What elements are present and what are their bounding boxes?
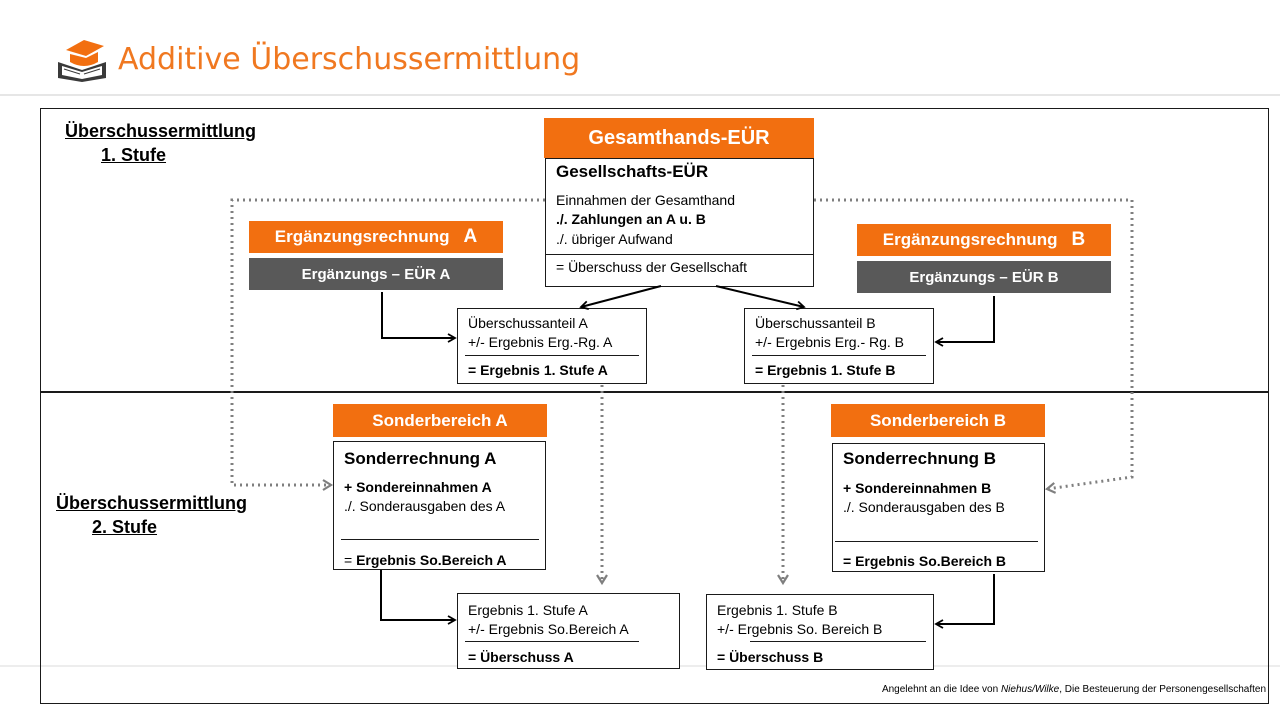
sonder-b-title: Sonderrechnung B [843,449,997,468]
sonder-a-result-bold: Ergebnis So.Bereich A [356,552,507,568]
erg-b-sub: Ergänzungs – EÜR B [857,261,1111,293]
arrow-sonder-a-to-final-a [380,570,457,625]
gesamthand-box: Gesellschafts-EÜR Einnahmen der Gesamtha… [545,158,814,287]
sonder-b-header: Sonderbereich B [831,404,1045,437]
gesamthand-line3: ./. übriger Aufwand [556,231,673,247]
final-a-line2: +/- Ergebnis So.Bereich A [468,621,629,637]
arrow-gesamt-to-anteil-b [715,285,806,311]
diagram-frame [40,108,1269,704]
final-a-line1: Ergebnis 1. Stufe A [468,602,588,618]
anteil-b-rule [752,355,926,356]
erg-b-header-letter: B [1071,229,1086,250]
erg-b-header: Ergänzungsrechnung B [857,224,1111,256]
anteil-b-box: Überschussanteil B +/- Ergebnis Erg.- Rg… [744,308,934,384]
sonder-b-result: = Ergebnis So.Bereich B [843,553,1006,569]
arrow-sonder-b-to-final-b [934,574,995,629]
gesamthand-title: Gesellschafts-EÜR [556,162,709,181]
stage1-label: Überschussermittlung [65,121,257,141]
stage2-label: Überschussermittlung [56,493,248,513]
header-divider [0,94,1280,96]
sonder-a-result: = Ergebnis So.Bereich A [344,552,507,568]
final-b-result: = Überschuss B [717,649,824,665]
anteil-a-line1: Überschussanteil A [468,315,588,331]
arrow-erg-a-to-anteil-a [381,292,457,343]
final-b-line1: Ergebnis 1. Stufe B [717,602,838,618]
anteil-a-box: Überschussanteil A +/- Ergebnis Erg.-Rg.… [457,308,647,384]
erg-a-header-letter: A [463,226,478,247]
gesamthand-line2: ./. Zahlungen an A u. B [556,211,706,227]
arrow-gesamt-to-anteil-a [579,285,662,310]
sonder-a-title: Sonderrechnung A [344,449,497,468]
erg-b-header-label: Ergänzungsrechnung [882,230,1058,249]
anteil-b-result: = Ergebnis 1. Stufe B [755,362,896,378]
erg-a-header: Ergänzungsrechnung A [249,221,503,253]
gesamthand-line1: Einnahmen der Gesamthand [556,192,735,208]
stage1-sublabel: 1. Stufe [101,145,167,165]
source-authors: Niehus/Wilke [1000,684,1060,695]
final-b-box: Ergebnis 1. Stufe B +/- Ergebnis So. Ber… [706,594,934,670]
sonder-a-rule [341,539,539,540]
anteil-b-line2: +/- Ergebnis Erg.- Rg. B [755,334,905,350]
dotted-gesamt-to-sonder-b [814,198,1134,494]
sonder-b-line1: + Sondereinnahmen B [843,480,992,496]
sonder-a-result-prefix: = [344,552,357,568]
sonder-a-box: Sonderrechnung A + Sondereinnahmen A ./.… [333,441,546,570]
dotted-gesamt-to-sonder-a [230,198,545,491]
final-b-line2: +/- Ergebnis So. Bereich B [717,621,883,637]
anteil-a-result: = Ergebnis 1. Stufe A [468,362,608,378]
sonder-b-rule [835,541,1038,542]
sonder-a-header: Sonderbereich A [333,404,547,437]
stage-divider [40,391,1269,393]
final-a-result: = Überschuss A [468,649,574,665]
sonder-a-line1: + Sondereinnahmen A [344,479,492,495]
final-b-rule [750,641,926,642]
stage2-sublabel: 2. Stufe [92,517,158,537]
arrow-erg-b-to-anteil-b [934,296,995,347]
anteil-b-line1: Überschussanteil B [755,315,876,331]
logo-icon [54,36,110,84]
source-note: Angelehnt an die Idee von Niehus/Wilke, … [882,684,1266,695]
final-a-box: Ergebnis 1. Stufe A +/- Ergebnis So.Bere… [457,593,680,669]
sonder-b-line2: ./. Sonderausgaben des B [843,499,1005,515]
anteil-a-rule [465,355,639,356]
gesamthand-rule [546,254,813,255]
source-prefix: Angelehnt an die Idee von [881,684,1001,695]
sonder-b-box: Sonderrechnung B + Sondereinnahmen B ./.… [832,443,1045,572]
page-title: Additive Überschussermittlung [118,42,581,77]
erg-a-header-label: Ergänzungsrechnung [274,227,450,246]
erg-a-sub: Ergänzungs – EÜR A [249,258,503,290]
source-suffix: , Die Besteuerung der Personengesellscha… [1059,684,1266,695]
sonder-a-line2: ./. Sonderausgaben des A [344,498,506,514]
gesamthand-result: = Überschuss der Gesellschaft [556,259,748,275]
gesamthand-header: Gesamthands-EÜR [544,118,814,158]
anteil-a-line2: +/- Ergebnis Erg.-Rg. A [468,334,613,350]
final-a-rule [465,641,639,642]
